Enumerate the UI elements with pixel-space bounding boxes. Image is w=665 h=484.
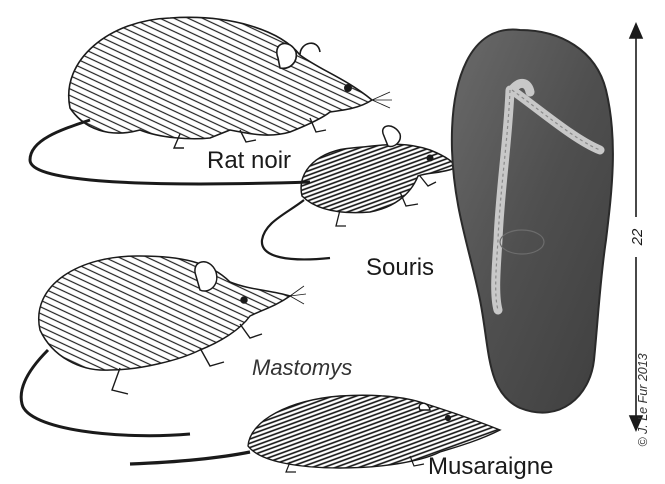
- sandal-photo: [452, 30, 613, 413]
- measure-label: 22 cm: [621, 217, 655, 257]
- souris-drawing: [262, 126, 469, 259]
- label-mastomys: Mastomys: [252, 355, 352, 381]
- credit-text: © J. Le Fur 2013: [633, 345, 653, 455]
- mastomys-drawing: [21, 256, 306, 436]
- label-rat-noir: Rat noir: [207, 147, 291, 175]
- label-musaraigne: Musaraigne: [428, 453, 553, 481]
- label-souris: Souris: [366, 254, 434, 282]
